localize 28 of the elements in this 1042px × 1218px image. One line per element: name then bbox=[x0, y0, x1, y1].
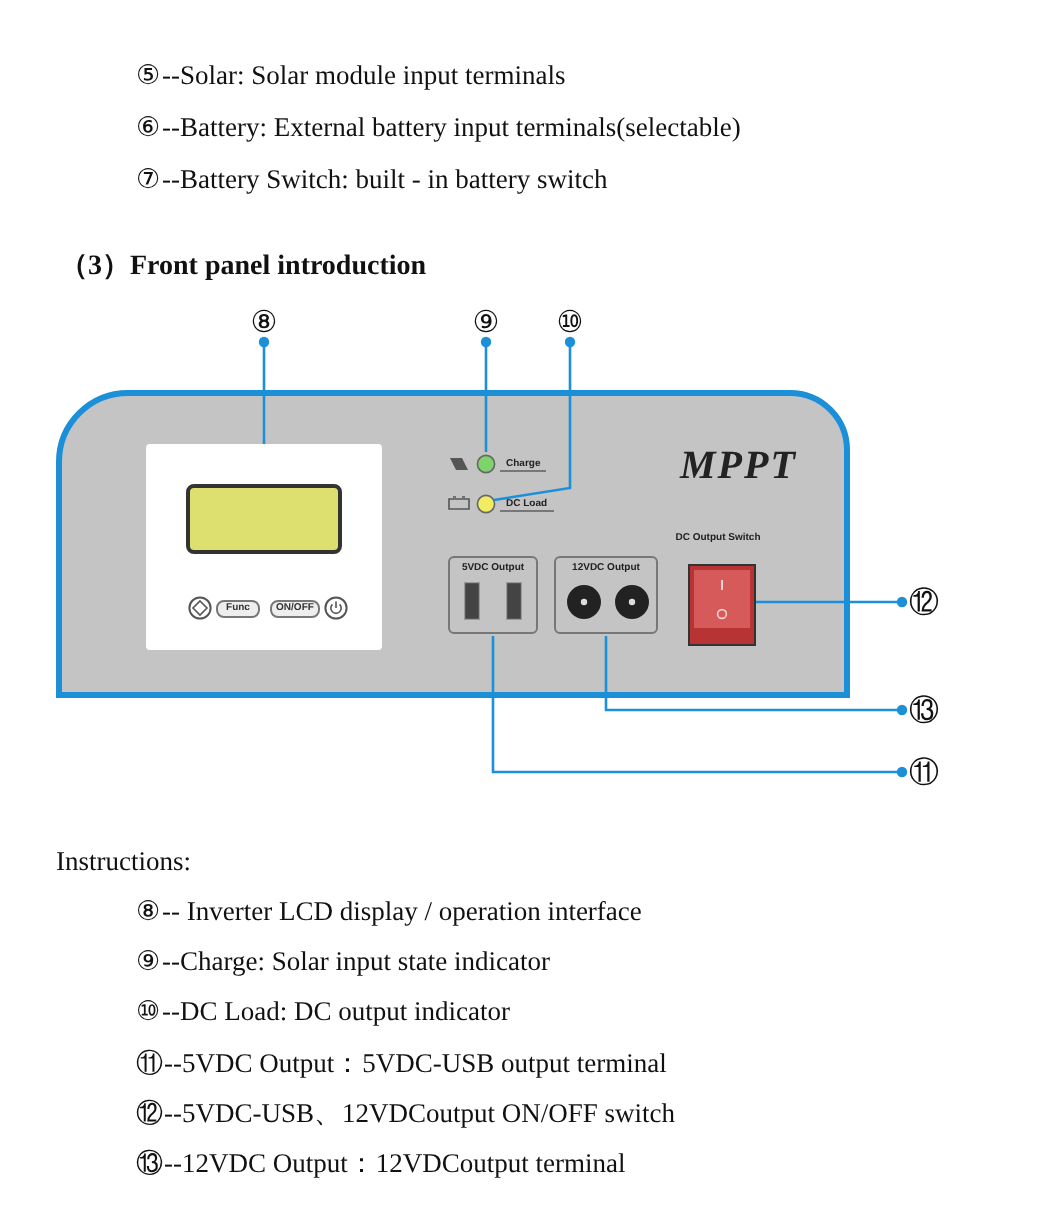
description-line: ⑫--5VDC-USB、12VDCoutput ON/OFF switch bbox=[136, 1096, 676, 1132]
description-line: ⑩--DC Load: DC output indicator bbox=[136, 994, 510, 1028]
panel-title: MPPT bbox=[680, 444, 797, 490]
leader-line bbox=[491, 636, 908, 778]
leader-line bbox=[258, 336, 270, 444]
callout-number: ⑧ bbox=[244, 304, 284, 340]
description-line: ⑦--Battery Switch: built - in battery switch bbox=[136, 162, 608, 196]
leader-line bbox=[493, 336, 576, 502]
dc-jack-panel bbox=[554, 556, 658, 634]
leader-line bbox=[480, 336, 492, 452]
callout-number: ⑫ bbox=[904, 584, 944, 620]
callout-number: ⑪ bbox=[904, 754, 944, 790]
description-line: ⑧-- Inverter LCD display / operation interface bbox=[136, 894, 642, 928]
description-line: ⑪--5VDC Output：5VDC-USB output terminal bbox=[136, 1046, 667, 1082]
front-panel bbox=[56, 390, 850, 698]
lcd-module bbox=[146, 444, 382, 650]
callout-number: ⑩ bbox=[550, 304, 590, 340]
usb-port-panel bbox=[448, 556, 538, 634]
callout-number: ⑨ bbox=[466, 304, 506, 340]
section-heading: （3）Front panel introduction bbox=[60, 250, 427, 284]
description-line: ⑤--Solar: Solar module input terminals bbox=[136, 58, 566, 92]
description-line: ⑨--Charge: Solar input state indicator bbox=[136, 944, 550, 978]
leader-line bbox=[604, 636, 908, 716]
section-label: Instructions: bbox=[56, 846, 191, 878]
description-line: ⑬--12VDC Output：12VDCoutput terminal bbox=[136, 1146, 626, 1182]
description-line: ⑥--Battery: External battery input terminals(selectable) bbox=[136, 110, 741, 144]
callout-number: ⑬ bbox=[904, 692, 944, 728]
leader-line bbox=[756, 596, 908, 608]
